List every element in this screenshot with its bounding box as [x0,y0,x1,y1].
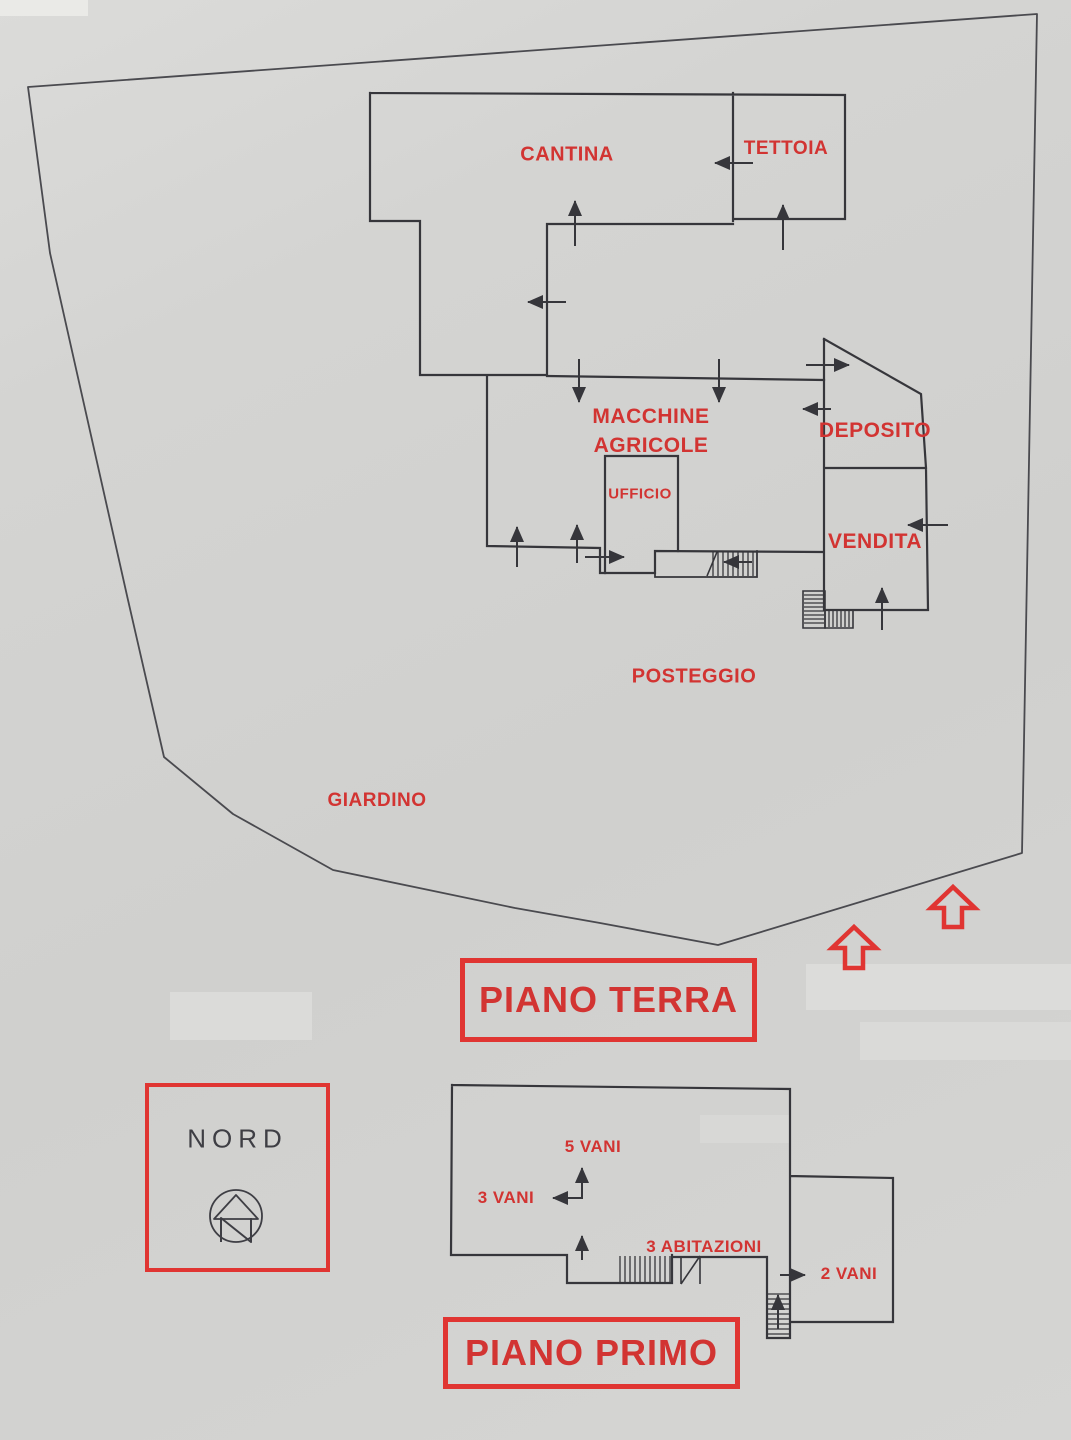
piano-primo-title-box: PIANO PRIMO [443,1317,740,1389]
scan-artifact [170,992,312,1040]
scan-artifact [0,0,88,16]
room-label-ufficio: UFFICIO [608,485,672,503]
annotation-2-vani: 2 VANI [820,1264,878,1283]
door-arrows-first [552,1167,806,1329]
room-label-tettoia: TETTOIA [743,138,829,159]
annotation-3-abitazioni: 3 ABITAZIONI [646,1237,762,1256]
north-indicator-box: NORD [145,1083,330,1272]
piano-terra-title-box: PIANO TERRA [460,958,757,1042]
lot-boundary [27,13,1038,946]
scan-artifact [806,964,1071,1010]
room-label-deposito: DEPOSITO [818,419,932,442]
annotation-5-vani: 5 VANI [564,1137,622,1156]
room-label-cantina: CANTINA [520,143,614,166]
piano-terra-title: PIANO TERRA [478,979,738,1020]
north-compass-icon [209,1189,263,1243]
area-label-giardino: GIARDINO [327,790,427,811]
room-label-macchine-agricole: MACCHINE AGRICOLE [592,405,710,457]
ground-floor-stairs [706,551,854,629]
scan-artifact [860,1022,1071,1060]
scan-artifact [700,1115,790,1143]
room-label-vendita: VENDITA [827,530,923,553]
entrance-arrow-icon [826,923,882,971]
entrance-arrow-icon [925,883,981,930]
ground-floor-walls [368,91,930,612]
entrance-arrows [826,883,981,971]
annotation-3-vani: 3 VANI [477,1188,535,1207]
door-arrows-ground [510,156,948,630]
first-floor-walls [449,1083,895,1340]
north-label: NORD [187,1123,288,1154]
area-label-posteggio: POSTEGGIO [631,665,757,688]
piano-primo-title: PIANO PRIMO [464,1332,718,1373]
